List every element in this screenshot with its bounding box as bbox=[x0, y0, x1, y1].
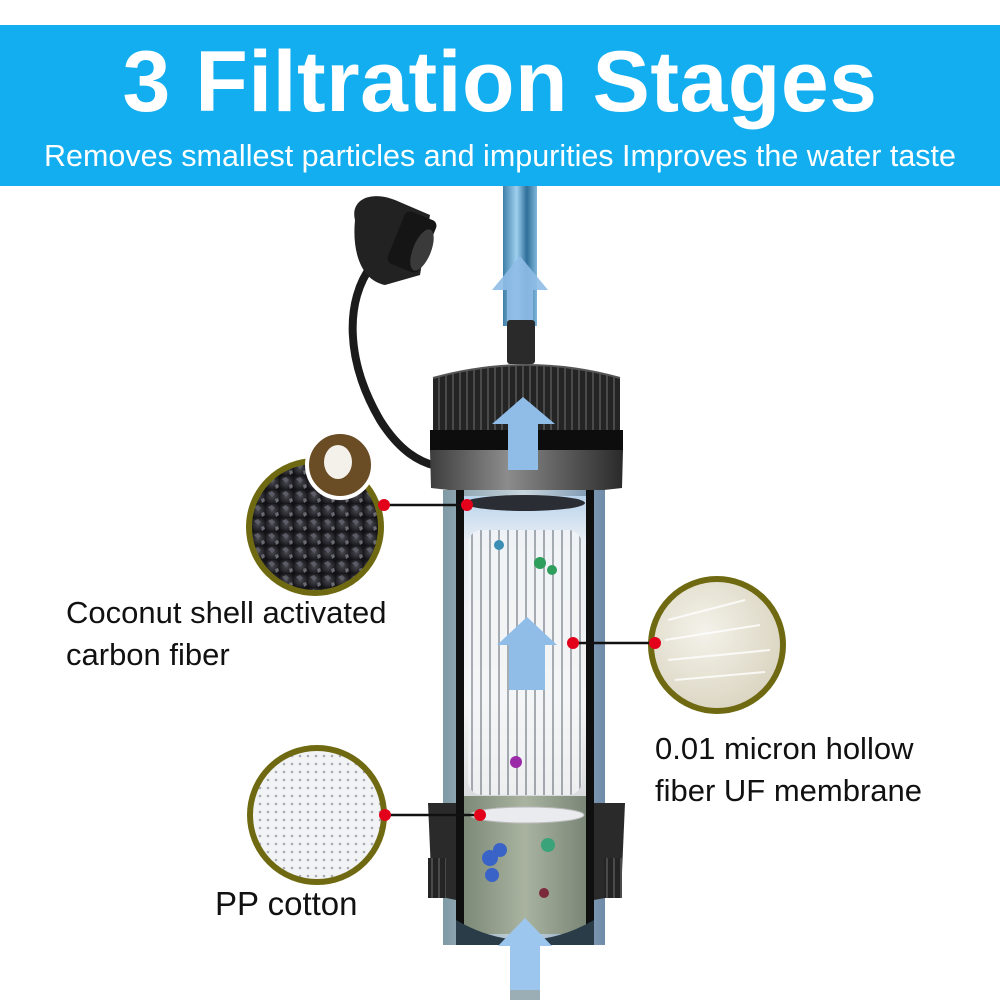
membrane-label-line1: 0.01 micron hollow bbox=[655, 731, 914, 766]
membrane-label-line2: fiber UF membrane bbox=[655, 773, 923, 808]
pp-cotton-swatch bbox=[247, 745, 387, 885]
cap-arrow-icon bbox=[492, 397, 555, 470]
carbon-swatch bbox=[246, 430, 384, 596]
inlet-arrow-icon bbox=[498, 918, 552, 990]
top-cap bbox=[430, 364, 623, 494]
pp-cotton-label: PP cotton bbox=[215, 885, 358, 922]
membrane-swatch bbox=[648, 576, 786, 714]
contaminant-icons bbox=[482, 540, 557, 898]
membrane-arrow-icon bbox=[497, 617, 557, 690]
page-title: 3 Filtration Stages bbox=[122, 34, 878, 130]
filter-tube bbox=[443, 490, 605, 945]
page-subtitle: Removes smallest particles and impuritie… bbox=[44, 139, 956, 173]
outlet-spout bbox=[507, 320, 535, 364]
carbon-label-line1: Coconut shell activated bbox=[66, 595, 387, 630]
dust-cap bbox=[348, 196, 438, 470]
callout-leaders bbox=[378, 499, 661, 821]
carbon-label-line2: carbon fiber bbox=[66, 637, 230, 672]
outlet-arrow-icon bbox=[492, 256, 548, 322]
bottom-collar bbox=[428, 803, 625, 945]
header-banner bbox=[0, 25, 1000, 186]
